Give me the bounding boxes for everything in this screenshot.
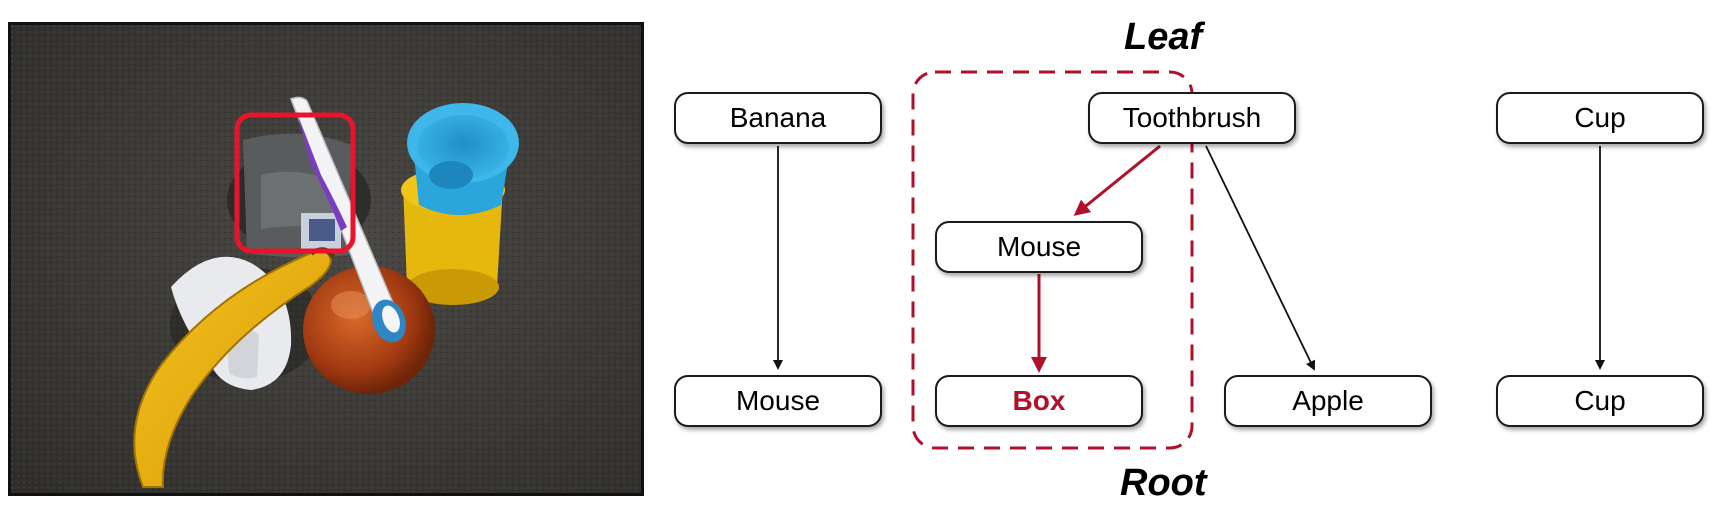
scene-photo <box>8 22 644 496</box>
edge-toothbrush-apple <box>1205 145 1316 371</box>
apple-object <box>303 266 435 394</box>
node-mouse-bottom: Mouse <box>674 375 882 427</box>
yellow-cup-object <box>401 103 519 305</box>
node-apple: Apple <box>1224 375 1432 427</box>
node-toothbrush: Toothbrush <box>1088 92 1296 144</box>
edge-toothbrush-mouse <box>1073 144 1161 216</box>
detection-box <box>234 112 356 254</box>
caption-root: Root <box>1120 462 1207 504</box>
highlight-region <box>911 70 1194 450</box>
node-cup-bottom: Cup <box>1496 375 1704 427</box>
toothbrush-object <box>290 96 406 343</box>
node-banana: Banana <box>674 92 882 144</box>
node-box: Box <box>935 375 1143 427</box>
scene-illustration <box>11 25 641 493</box>
node-mouse-mid: Mouse <box>935 221 1143 273</box>
node-cup-top: Cup <box>1496 92 1704 144</box>
caption-leaf: Leaf <box>1124 16 1203 58</box>
